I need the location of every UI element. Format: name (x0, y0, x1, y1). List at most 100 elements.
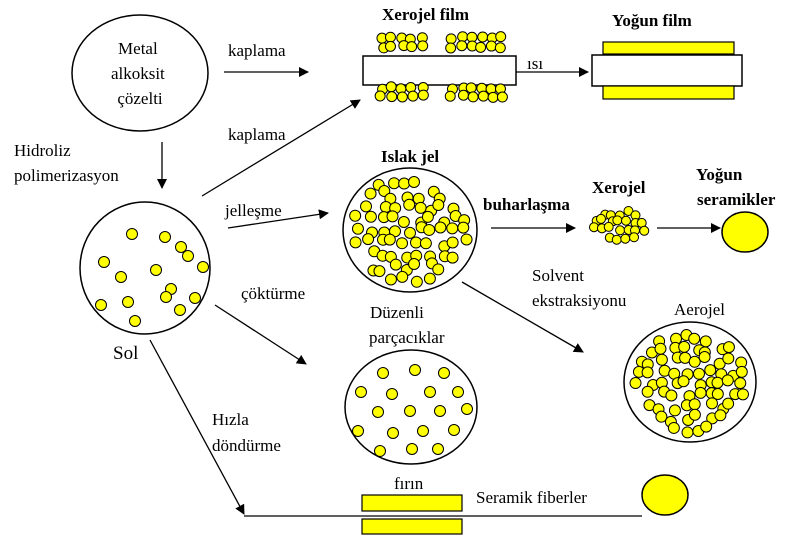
particle (397, 271, 408, 282)
particle (439, 368, 450, 379)
particle (616, 226, 625, 235)
xerogel-film-substrate (363, 56, 516, 85)
particle (409, 176, 420, 187)
particle (435, 406, 446, 417)
particle (478, 91, 488, 101)
particle (410, 237, 421, 248)
particle (447, 223, 458, 234)
particle (655, 343, 666, 354)
particle (123, 297, 134, 308)
particle (365, 211, 376, 222)
dense-film-label: Yoğun film (612, 11, 692, 30)
aerogel-label: Aerojel (674, 300, 725, 319)
particle (373, 407, 384, 418)
particle (405, 406, 416, 417)
particle (613, 216, 622, 225)
particle (176, 242, 187, 253)
particle (420, 238, 431, 249)
particle (424, 273, 435, 284)
particle (160, 232, 171, 243)
particle (630, 233, 639, 242)
particle (435, 222, 446, 233)
particle (356, 387, 367, 398)
particle (693, 368, 704, 379)
particle (446, 34, 456, 44)
particle (398, 216, 409, 227)
particle (388, 428, 399, 439)
particle (352, 223, 363, 234)
sol-label: Sol (113, 343, 138, 364)
particle (390, 259, 401, 270)
precipitation-label: çöktürme (241, 284, 305, 303)
xerogel-particles (589, 206, 648, 244)
particle (705, 365, 716, 376)
particle (385, 274, 396, 285)
particle (682, 427, 693, 438)
particle (723, 353, 734, 364)
particle (462, 404, 473, 415)
particle (411, 276, 422, 287)
particle (712, 377, 723, 388)
particle (353, 426, 364, 437)
arrow-coating-diag (202, 100, 360, 196)
dense-film-substrate (592, 55, 742, 86)
particle (706, 398, 717, 409)
ceramic-fibers-label: Seramik fiberler (476, 488, 587, 507)
particle (361, 201, 372, 212)
wet-gel-particles (350, 176, 472, 287)
particle (642, 367, 653, 378)
particle (449, 425, 460, 436)
particle (407, 42, 417, 52)
particle (387, 92, 397, 102)
particle (350, 210, 361, 221)
particle (445, 91, 455, 101)
particle (384, 234, 395, 245)
particle (96, 300, 107, 311)
particle (453, 387, 464, 398)
particle (183, 251, 194, 262)
particle (415, 202, 426, 213)
particle (374, 266, 385, 277)
particle (679, 341, 690, 352)
particle (116, 272, 127, 283)
particle (409, 259, 420, 270)
particle (689, 356, 700, 367)
particle (689, 333, 700, 344)
particle (497, 92, 507, 102)
heat-label: ısı (527, 54, 543, 73)
particle (466, 83, 476, 93)
particle (375, 446, 386, 457)
particle (433, 199, 444, 210)
particle (397, 92, 407, 102)
spinning-label: Hızla döndürme (212, 410, 281, 455)
particle (151, 265, 162, 276)
particle (597, 214, 606, 223)
metal-alkoxide-label: Metal alkoksit çözelti (111, 39, 169, 108)
uniform-particles-label: Düzenli parçacıklar (369, 303, 445, 347)
particle (446, 43, 456, 53)
particle (378, 368, 389, 379)
particle (418, 426, 429, 437)
particle (458, 32, 468, 42)
particle (387, 211, 398, 222)
particle (385, 32, 395, 42)
gelation-label: jelleşme (224, 201, 282, 220)
particle (385, 41, 395, 51)
particle (175, 305, 186, 316)
particle (478, 32, 488, 42)
particle (495, 43, 505, 53)
particle (735, 378, 746, 389)
particle (622, 216, 631, 225)
particle (397, 238, 408, 249)
particle (604, 222, 613, 231)
particle (375, 91, 385, 101)
particle (99, 257, 110, 268)
particle (407, 444, 418, 455)
particle (737, 389, 748, 400)
solvent-extraction-label: Solvent ekstraksiyonu (532, 266, 627, 310)
particle (405, 227, 416, 238)
particle (350, 237, 361, 248)
particle (447, 252, 458, 263)
particle (404, 199, 415, 210)
